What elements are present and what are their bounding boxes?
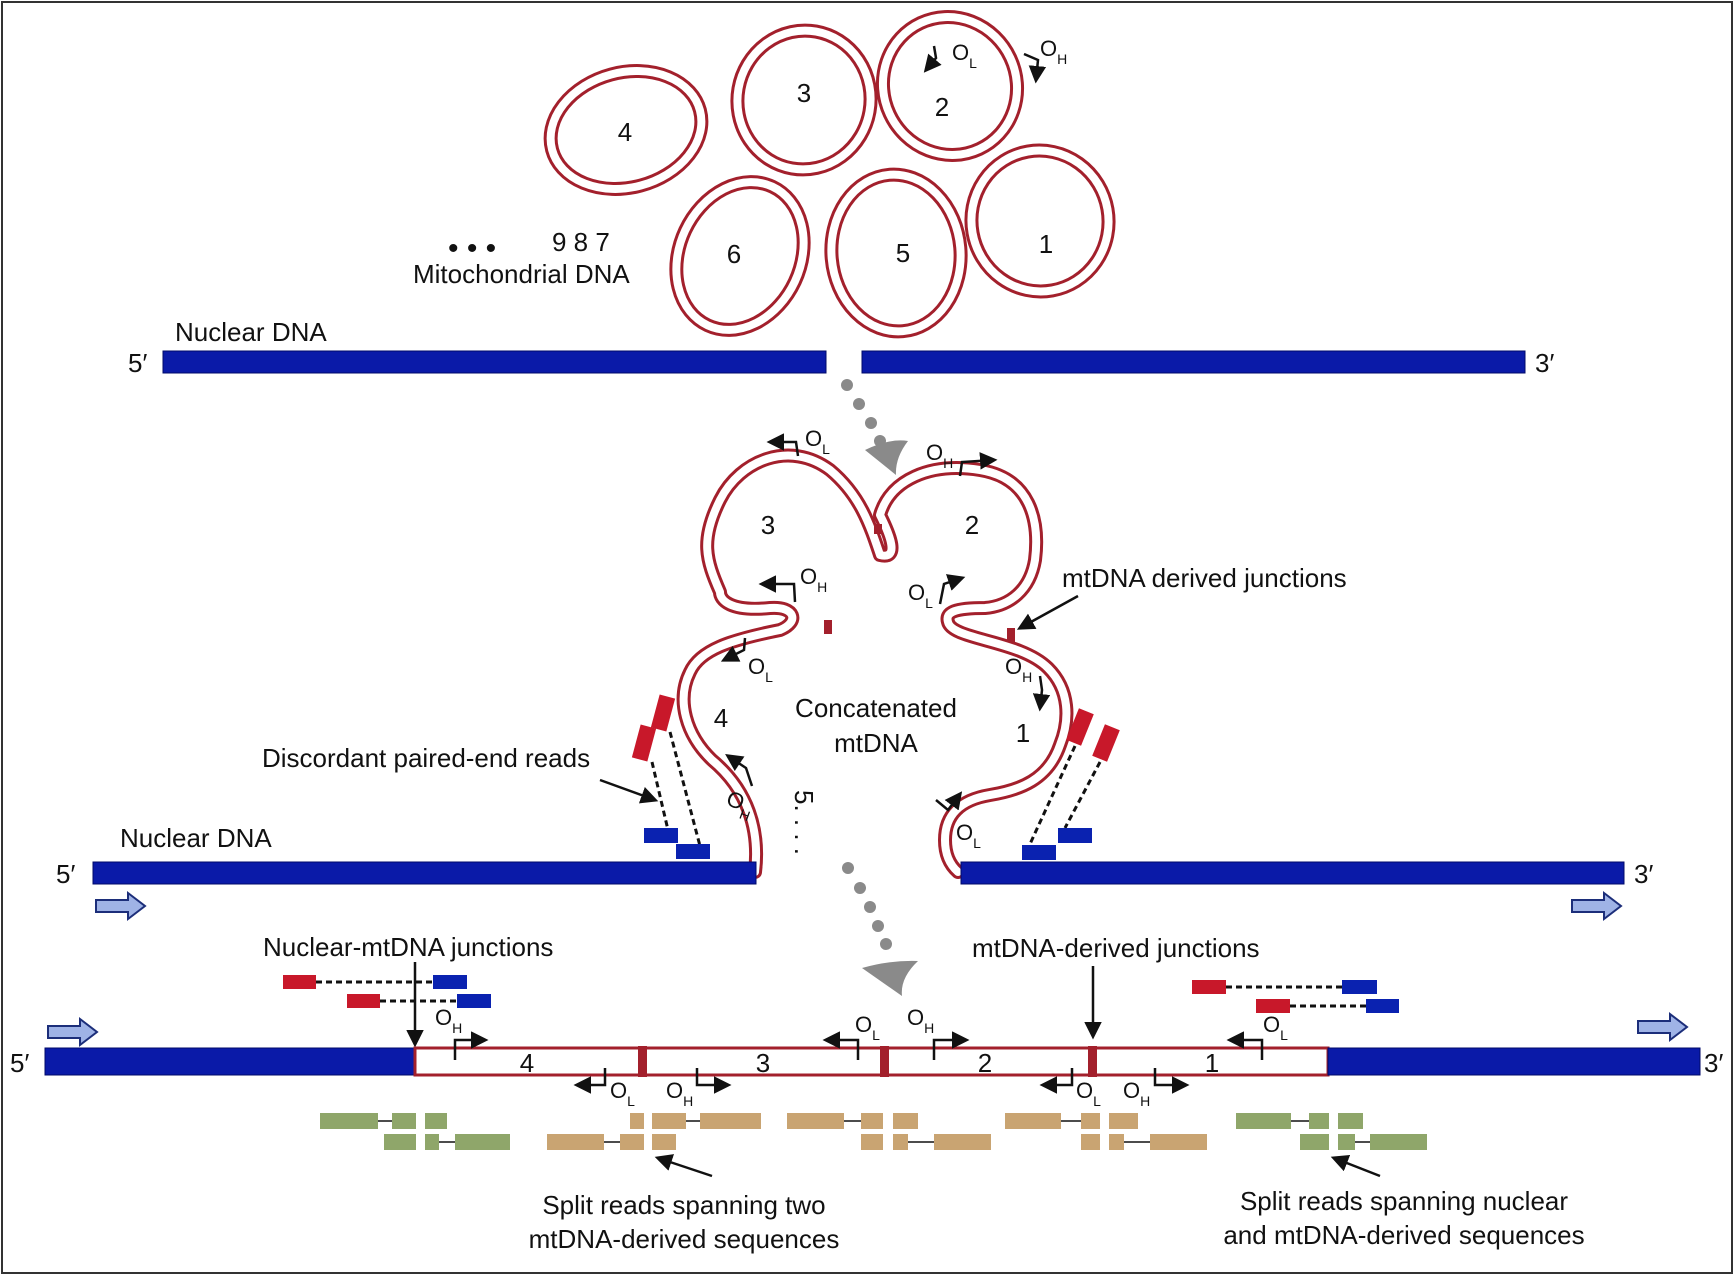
svg-text:OL: OL (952, 40, 977, 71)
origin-markers-bottom-below (573, 1068, 1190, 1094)
bottom-three-prime: 3′ (1704, 1048, 1723, 1078)
paired-reads-left (283, 975, 491, 1008)
nuclear-mtdna-junctions-label: Nuclear-mtDNA junctions (263, 932, 553, 962)
top-panel: 4 3 2 6 5 1 OL (128, 10, 1554, 475)
svg-text:OL: OL (748, 654, 773, 685)
mtdna-circle-2 (875, 10, 1025, 162)
concatenated-label-line1: Concatenated (795, 693, 957, 723)
integrated-seg-1: 1 (1205, 1048, 1219, 1078)
discordant-reads-right (1022, 708, 1120, 860)
mtdna-derived-junctions-label: mtDNA derived junctions (1062, 563, 1347, 593)
bottom-five-prime: 5′ (10, 1048, 29, 1078)
circle-4-label: 4 (618, 117, 632, 147)
svg-text:OL: OL (1263, 1012, 1288, 1043)
origin-markers-middle (720, 433, 1051, 812)
direction-arrow-icon (1571, 890, 1623, 922)
direction-arrow-icon (47, 1016, 99, 1048)
top-three-prime: 3′ (1535, 348, 1554, 378)
circle-2-label: 2 (935, 92, 949, 122)
svg-text:OH: OH (1040, 36, 1067, 67)
svg-text:OH: OH (435, 1005, 462, 1036)
middle-three-prime: 3′ (1634, 859, 1653, 889)
mtdna-circle-5 (824, 167, 968, 339)
circle-1-label: 1 (1039, 229, 1053, 259)
mt-junction-mark (638, 1046, 647, 1077)
svg-text:OL: OL (908, 580, 933, 611)
top-nuclear-dna-left (162, 350, 827, 374)
svg-text:OH: OH (800, 564, 827, 595)
mtdna-circle-3 (730, 23, 878, 177)
top-five-prime: 5′ (128, 348, 147, 378)
discordant-reads-label: Discordant paired-end reads (262, 743, 590, 773)
discordant-reads-left (631, 694, 710, 859)
integrated-mtdna-block (413, 1046, 1330, 1077)
bottom-nuclear-dna-right (1327, 1047, 1701, 1076)
integrated-seg-2: 2 (978, 1048, 992, 1078)
split-two-pointer (654, 1154, 713, 1178)
svg-text:OL: OL (610, 1078, 635, 1109)
middle-nuclear-dna-left (92, 861, 757, 885)
concatenated-label-line2: mtDNA (834, 728, 918, 758)
mtdna-circle-6 (669, 175, 811, 337)
svg-text:OH: OH (907, 1005, 934, 1036)
direction-arrow-icon (1637, 1011, 1689, 1043)
svg-text:OL: OL (956, 820, 981, 851)
circle-6-label: 6 (727, 239, 741, 269)
transition-arrow-2 (842, 862, 918, 996)
split-two-label-line2: mtDNA-derived sequences (529, 1224, 840, 1254)
concat-seg-2: 2 (965, 510, 979, 540)
bottom-panel: Nuclear-mtDNA junctions mtDNA-derived ju… (10, 932, 1723, 1254)
split-two-label-line1: Split reads spanning two (542, 1190, 825, 1220)
mt-junction-mark (824, 620, 832, 634)
mt-junction-mark (880, 1046, 889, 1077)
svg-text:OL: OL (1076, 1078, 1101, 1109)
origin-L-marker: OL (923, 40, 977, 73)
middle-five-prime: 5′ (56, 859, 75, 889)
split-nuc-label-line2: and mtDNA-derived sequences (1223, 1220, 1584, 1250)
middle-nuclear-dna-label: Nuclear DNA (120, 823, 272, 853)
integrated-seg-4: 4 (520, 1048, 534, 1078)
concat-seg-4: 4 (714, 703, 728, 733)
paired-reads-right (1192, 980, 1399, 1013)
origin-labels-bottom-top: OH OL OH OL (435, 1005, 1288, 1043)
mito-dna-label: Mitochondrial DNA (413, 259, 630, 289)
direction-arrow-icon (95, 890, 147, 922)
discordant-reads-pointer (599, 778, 659, 804)
mt-junction-mark (1007, 628, 1015, 642)
split-nuc-pointer (1330, 1154, 1381, 1178)
top-nuclear-dna-label: Nuclear DNA (175, 317, 327, 347)
mt-junction-mark (874, 524, 882, 534)
split-nuc-label-line1: Split reads spanning nuclear (1240, 1186, 1568, 1216)
top-nuclear-dna-right (861, 350, 1526, 374)
concat-seg-1: 1 (1016, 718, 1030, 748)
origin-H-marker: OH (1023, 36, 1067, 84)
mtdna-junction-pointer (1016, 594, 1079, 630)
transition-arrow-1 (841, 379, 908, 475)
mtdna-circle-4 (543, 64, 709, 196)
mtdna-derived-junctions-bottom-label: mtDNA-derived junctions (972, 933, 1260, 963)
mtdna-circle-1 (964, 143, 1116, 299)
split-reads-tan (547, 1113, 1207, 1150)
middle-panel: 3 2 4 1 5. . . . OL OH OH OL OL OH OH OL… (56, 426, 1653, 996)
origin-markers-bottom-top (453, 1031, 1264, 1060)
circle-3-label: 3 (797, 78, 811, 108)
bottom-nuclear-dna-left (44, 1047, 416, 1076)
circle-5-label: 5 (896, 238, 910, 268)
concat-seg-3: 3 (761, 510, 775, 540)
concat-seg-5: 5. . . . (789, 790, 819, 855)
origin-labels-bottom-below: OL OH OL OH (610, 1078, 1150, 1109)
middle-nuclear-dna-right (960, 861, 1625, 885)
svg-text:OH: OH (666, 1078, 693, 1109)
more-circles-dots: • • • (448, 232, 496, 265)
svg-text:OL: OL (855, 1012, 880, 1043)
mt-junction-mark (1088, 1046, 1097, 1077)
svg-text:OH: OH (1123, 1078, 1150, 1109)
integrated-seg-3: 3 (756, 1048, 770, 1078)
split-reads-green-left (320, 1113, 510, 1150)
split-reads-green-right (1236, 1113, 1427, 1150)
more-circles-numbers: 9 8 7 (552, 227, 610, 257)
